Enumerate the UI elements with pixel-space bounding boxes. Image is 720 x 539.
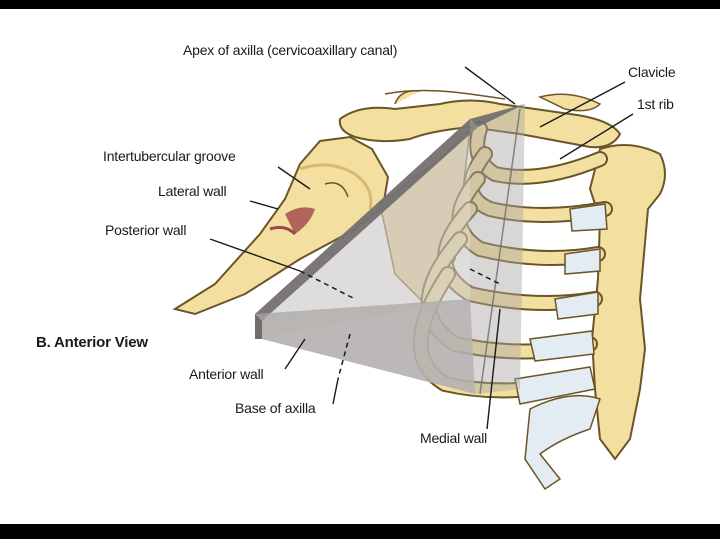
view-title: B. Anterior View	[36, 334, 148, 351]
medial-wall-plane	[470, 104, 525, 395]
apex-canal	[470, 104, 525, 127]
sternum	[588, 144, 666, 461]
costal-cartilages	[514, 203, 608, 491]
label-lateral-wall: Lateral wall	[158, 183, 227, 199]
label-anterior-wall: Anterior wall	[189, 366, 264, 382]
label-base-of-axilla: Base of axilla	[235, 400, 316, 416]
humerus	[172, 135, 390, 316]
label-apex: Apex of axilla (cervicoaxillary canal)	[183, 42, 398, 58]
label-intertubercular-groove: Intertubercular groove	[103, 148, 236, 164]
label-posterior-wall: Posterior wall	[105, 222, 187, 238]
label-clavicle: Clavicle	[628, 64, 676, 80]
label-first-rib: 1st rib	[637, 96, 674, 112]
label-medial-wall: Medial wall	[420, 430, 488, 446]
intertubercular-groove-mark	[269, 207, 315, 236]
leader-lines	[209, 66, 634, 430]
axilla-anatomy-figure: Apex of axilla (cervicoaxillary canal) C…	[0, 9, 720, 524]
dashed-guides	[299, 268, 501, 380]
lateral-wall-plane	[255, 119, 478, 321]
anterior-wall-plane	[255, 299, 475, 394]
anatomy-illustration	[172, 66, 666, 491]
